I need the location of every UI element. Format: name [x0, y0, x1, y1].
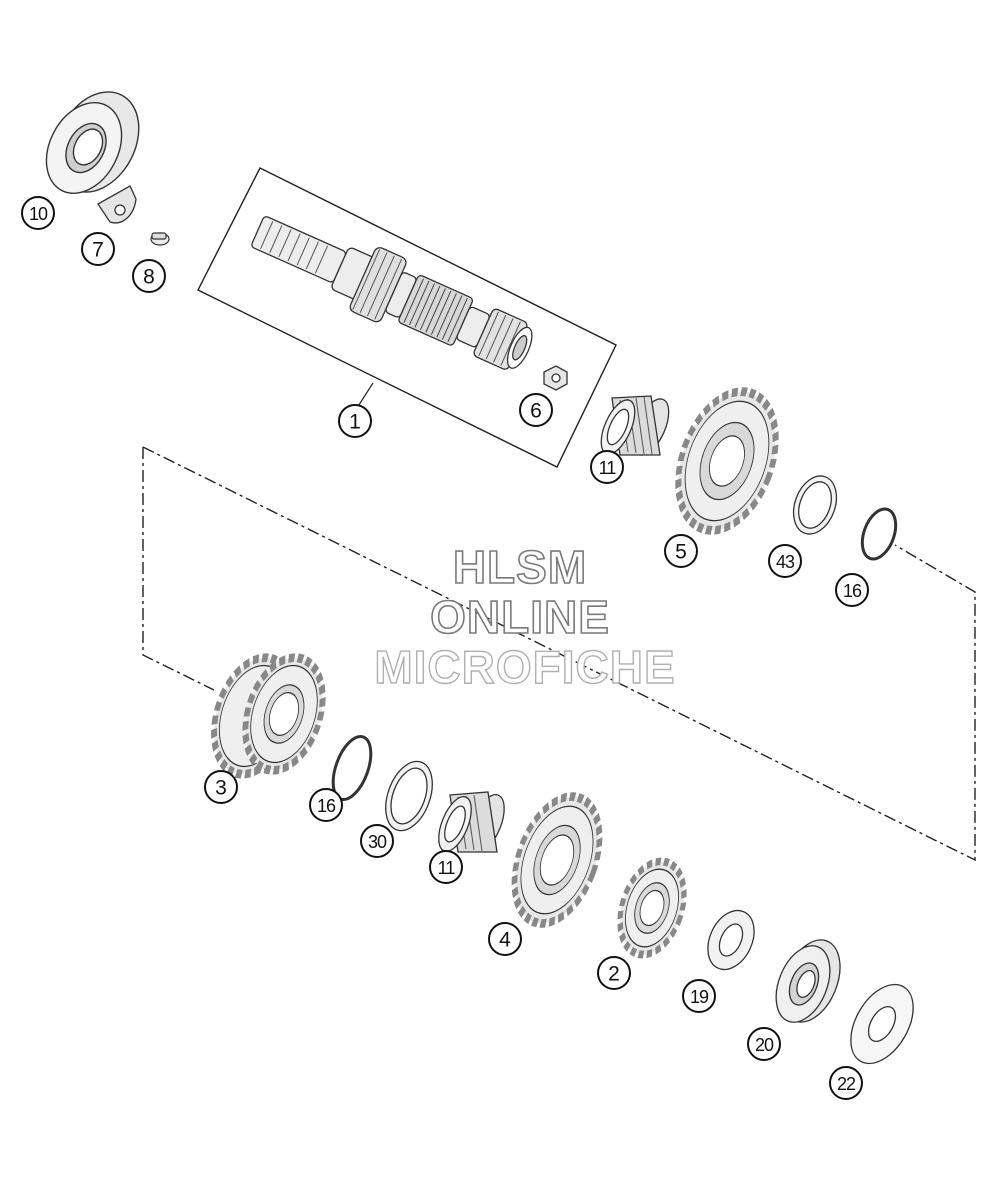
ball-bearing-part: [45, 91, 140, 194]
callout-washer-19: 19: [682, 979, 716, 1013]
callout-needle-bearing-11: 11: [590, 450, 624, 484]
dashed-guide-lines: [142, 446, 976, 862]
callout-circle: [768, 544, 802, 578]
callout-circle: [132, 259, 166, 293]
main-shaft-frame: [197, 167, 617, 468]
callout-circle: [664, 534, 698, 568]
callout-number: 20: [755, 1035, 774, 1055]
callout-number: 19: [690, 987, 709, 1007]
callout-circle: [309, 788, 343, 822]
callout-number: 11: [599, 458, 617, 478]
callout-locking-plate-7: 7: [81, 232, 115, 266]
gear-4-part: [511, 792, 603, 928]
callout-circle: [338, 404, 372, 438]
callout-circle: [590, 450, 624, 484]
gear-5-part: [675, 387, 779, 535]
callout-number: 3: [215, 777, 227, 800]
gear-3-part: [211, 653, 326, 779]
washer-part-19: [707, 909, 755, 971]
callout-ball-bearing-10: 10: [21, 196, 55, 230]
callout-circle: [429, 850, 463, 884]
callout-number: 7: [92, 239, 104, 262]
callout-nut-6: 6: [519, 393, 553, 427]
ball-bearing-part-20: [775, 939, 841, 1023]
callout-number: 6: [530, 400, 542, 423]
watermark-line-3: MICROFICHE: [374, 640, 676, 693]
callout-circlip-16: 16: [309, 788, 343, 822]
callout-number: 1: [349, 411, 361, 434]
callout-screw-8: 8: [132, 259, 166, 293]
locking-plate-part: [97, 185, 137, 224]
main-shaft-part: [251, 216, 533, 370]
watermark-line-2: ONLINE: [429, 590, 610, 644]
callout-number: 2: [608, 963, 620, 986]
nut-part: [543, 365, 568, 391]
gear-2-part: [617, 857, 687, 959]
callout-circle: [597, 956, 631, 990]
circlip-part-top: [860, 507, 898, 561]
callout-number: 8: [143, 266, 155, 289]
callout-circlip-16: 16: [835, 573, 869, 607]
callout-number: 16: [843, 581, 862, 601]
callout-number: 16: [317, 796, 336, 816]
screw-part: [150, 232, 170, 246]
thrust-washer-part-30: [385, 760, 433, 832]
callout-number: 5: [675, 541, 687, 564]
callout-number: 10: [29, 204, 48, 224]
callout-ball-bearing-20: 20: [747, 1027, 781, 1061]
thrust-washer-part-43: [792, 475, 838, 535]
callout-number: 43: [776, 552, 795, 572]
callout-gear-2-2: 2: [597, 956, 631, 990]
callout-circle: [682, 979, 716, 1013]
callout-thrust-washer-43: 43: [768, 544, 802, 578]
needle-bearing-part-bottom: [438, 791, 505, 853]
callout-thrust-washer-30: 30: [360, 824, 394, 858]
callout-gear-4-4: 4: [488, 922, 522, 956]
shim-washer-part-22: [850, 983, 914, 1065]
callout-number: 22: [837, 1074, 856, 1094]
watermark-line-1: HLSM: [452, 540, 588, 594]
callout-gear-3-double-3: 3: [204, 770, 238, 804]
callout-circle: [21, 196, 55, 230]
callout-circle: [519, 393, 553, 427]
callout-needle-bearing-11: 11: [429, 850, 463, 884]
callout-circle: [360, 824, 394, 858]
callout-gear-5-5: 5: [664, 534, 698, 568]
needle-bearing-part-top: [600, 395, 670, 456]
callout-circle: [747, 1027, 781, 1061]
callout-number: 4: [499, 929, 511, 952]
callout-main-shaft-assembly-1: 1: [338, 404, 372, 438]
callout-number: 30: [368, 832, 387, 852]
callout-circle: [829, 1066, 863, 1100]
callout-shim-washer-22: 22: [829, 1066, 863, 1100]
callout-circle: [835, 573, 869, 607]
callout-number: 11: [438, 858, 456, 878]
callout-circle: [81, 232, 115, 266]
callout-circle: [204, 770, 238, 804]
callout-circle: [488, 922, 522, 956]
